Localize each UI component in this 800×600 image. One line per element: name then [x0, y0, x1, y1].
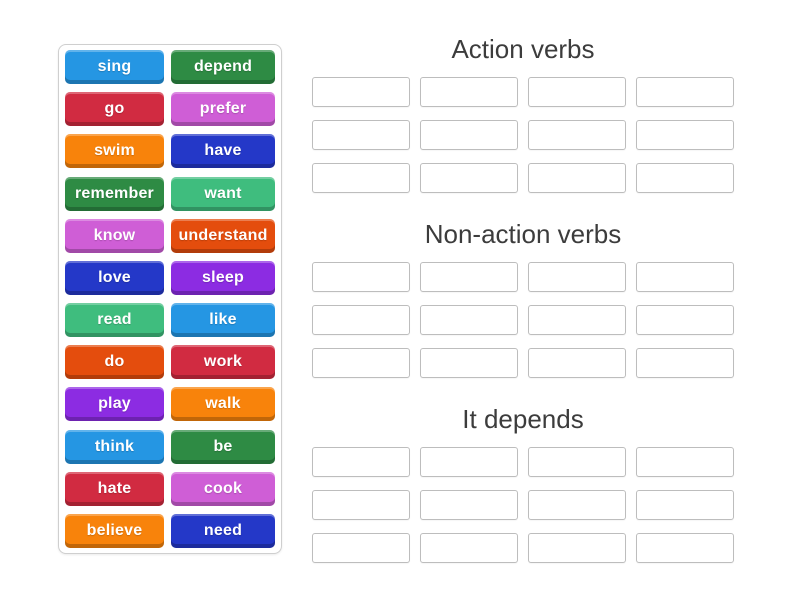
drop-slot[interactable] — [636, 77, 734, 107]
drop-slot[interactable] — [528, 305, 626, 335]
word-tile-need[interactable]: need — [171, 513, 275, 548]
word-tile-swim[interactable]: swim — [65, 134, 164, 169]
word-tile-work[interactable]: work — [171, 345, 275, 380]
word-tile-have[interactable]: have — [171, 134, 275, 169]
drop-slot[interactable] — [312, 262, 410, 292]
drop-slot[interactable] — [636, 305, 734, 335]
drop-slot[interactable] — [312, 120, 410, 150]
word-tile-play[interactable]: play — [65, 387, 164, 422]
word-tile-like[interactable]: like — [171, 303, 275, 338]
drop-slot[interactable] — [420, 348, 518, 378]
drop-slot[interactable] — [312, 348, 410, 378]
drop-slot[interactable] — [312, 533, 410, 563]
drop-slot[interactable] — [420, 120, 518, 150]
word-tile-depend[interactable]: depend — [171, 50, 275, 84]
drop-slot[interactable] — [528, 447, 626, 477]
drop-slot[interactable] — [528, 533, 626, 563]
word-tile-think[interactable]: think — [65, 429, 164, 464]
word-tile-do[interactable]: do — [65, 345, 164, 380]
drop-slot[interactable] — [420, 490, 518, 520]
drop-slot[interactable] — [420, 77, 518, 107]
word-tile-cook[interactable]: cook — [171, 471, 275, 506]
word-tile-sleep[interactable]: sleep — [171, 260, 275, 295]
group-action-verbs: Action verbs — [312, 34, 734, 193]
drop-slot[interactable] — [312, 77, 410, 107]
word-tile-sing[interactable]: sing — [65, 50, 164, 84]
drop-slot[interactable] — [636, 262, 734, 292]
drop-slot[interactable] — [636, 447, 734, 477]
group-title-action-verbs: Action verbs — [451, 34, 595, 64]
word-tile-believe[interactable]: believe — [65, 513, 164, 548]
drop-slot[interactable] — [636, 490, 734, 520]
word-tile-want[interactable]: want — [171, 176, 275, 211]
drop-slot[interactable] — [420, 163, 518, 193]
drop-slot[interactable] — [312, 447, 410, 477]
drop-slot[interactable] — [636, 120, 734, 150]
word-tile-hate[interactable]: hate — [65, 471, 164, 506]
drop-slot[interactable] — [528, 490, 626, 520]
drop-slot[interactable] — [420, 533, 518, 563]
slot-grid-it-depends — [312, 447, 734, 563]
drop-slot[interactable] — [312, 490, 410, 520]
drop-slot[interactable] — [420, 305, 518, 335]
drop-slot[interactable] — [420, 262, 518, 292]
group-title-it-depends: It depends — [462, 404, 584, 434]
group-non-action-verbs: Non-action verbs — [312, 219, 734, 378]
word-tile-prefer[interactable]: prefer — [171, 92, 275, 127]
word-tile-love[interactable]: love — [65, 260, 164, 295]
drop-slot[interactable] — [636, 163, 734, 193]
drop-slot[interactable] — [528, 348, 626, 378]
group-it-depends: It depends — [312, 404, 734, 563]
word-tile-go[interactable]: go — [65, 92, 164, 127]
drop-slot[interactable] — [312, 163, 410, 193]
slot-grid-non-action-verbs — [312, 262, 734, 378]
word-tile-be[interactable]: be — [171, 429, 275, 464]
drop-slot[interactable] — [528, 77, 626, 107]
drop-slot[interactable] — [528, 163, 626, 193]
group-title-non-action-verbs: Non-action verbs — [424, 219, 622, 249]
word-tile-know[interactable]: know — [65, 218, 164, 253]
drop-slot[interactable] — [528, 120, 626, 150]
word-tile-understand[interactable]: understand — [171, 218, 275, 253]
word-tile-remember[interactable]: remember — [65, 176, 164, 211]
drop-slot[interactable] — [636, 533, 734, 563]
word-tile-walk[interactable]: walk — [171, 387, 275, 422]
drop-slot[interactable] — [528, 262, 626, 292]
slot-grid-action-verbs — [312, 77, 734, 193]
drop-slot[interactable] — [420, 447, 518, 477]
word-tile-read[interactable]: read — [65, 303, 164, 338]
drop-slot[interactable] — [636, 348, 734, 378]
drop-slot[interactable] — [312, 305, 410, 335]
